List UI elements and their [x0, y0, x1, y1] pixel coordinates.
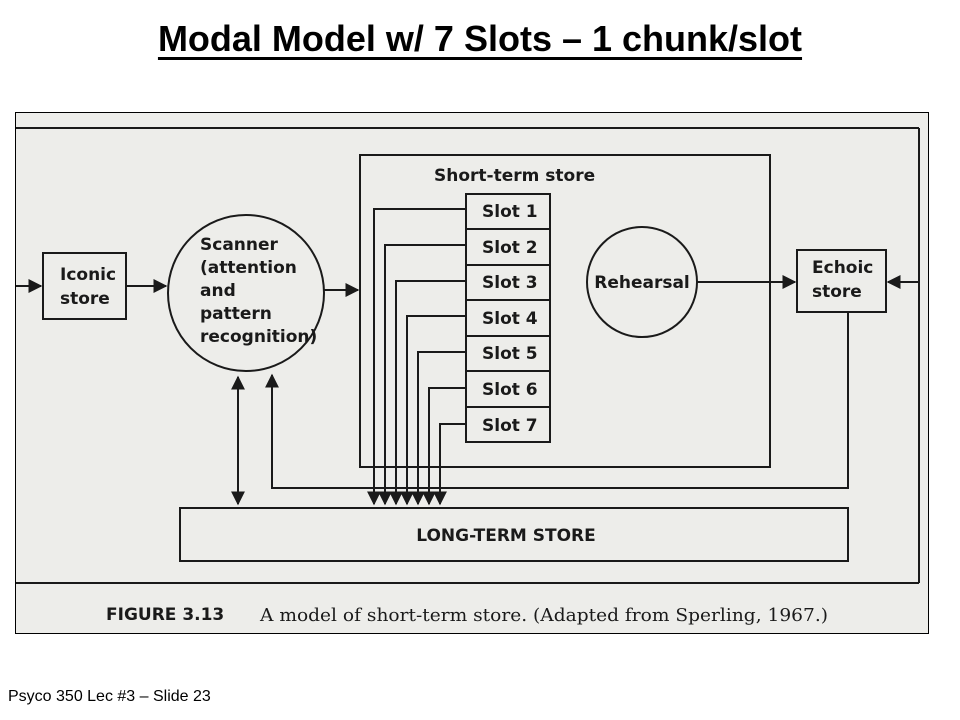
scanner-circle	[167, 214, 325, 372]
slot7-feed-line	[433, 423, 466, 506]
slot-6-label: Slot 6	[482, 380, 538, 400]
rehearsal-label: Rehearsal	[594, 273, 690, 293]
slot-4-label: Slot 4	[482, 309, 538, 329]
iconic-store-label: Iconic store	[60, 265, 122, 309]
iconic-store-box	[42, 252, 127, 320]
slot-2-label: Slot 2	[482, 238, 538, 258]
short-term-store-label: Short-term store	[434, 166, 595, 186]
slot4-feed-line	[400, 315, 466, 506]
figure-caption-text: A model of short-term store. (Adapted fr…	[259, 605, 828, 626]
long-term-store-label: LONG-TERM STORE	[416, 526, 596, 546]
model-diagram: Iconic store Scanner (attention and patt…	[16, 127, 920, 626]
slot-7-label: Slot 7	[482, 416, 538, 436]
scanner-label: Scanner (attention and pattern recogniti…	[200, 235, 317, 347]
long-term-store-box	[179, 507, 849, 562]
echoic-feedback-line	[265, 312, 849, 489]
slot-1-label: Slot 1	[482, 202, 538, 222]
figure-caption-label: FIGURE 3.13	[106, 605, 224, 625]
slide-footer: Psyco 350 Lec #3 – Slide 23	[8, 688, 211, 705]
slide-title: Modal Model w/ 7 Slots – 1 chunk/slot	[157, 18, 803, 59]
slot2-feed-line	[378, 244, 466, 506]
slots-column	[465, 193, 551, 443]
slot1-feed-line	[367, 208, 466, 506]
short-term-store-box	[359, 154, 771, 468]
slot-5-label: Slot 5	[482, 344, 538, 364]
slot-3-label: Slot 3	[482, 273, 538, 293]
slot5-feed-line	[411, 351, 466, 506]
echoic-store-box	[796, 249, 887, 313]
echoic-store-label: Echoic store	[812, 258, 879, 302]
slot6-feed-line	[422, 387, 466, 506]
figure-frame: Iconic store Scanner (attention and patt…	[15, 112, 929, 634]
slot3-feed-line	[389, 280, 466, 506]
